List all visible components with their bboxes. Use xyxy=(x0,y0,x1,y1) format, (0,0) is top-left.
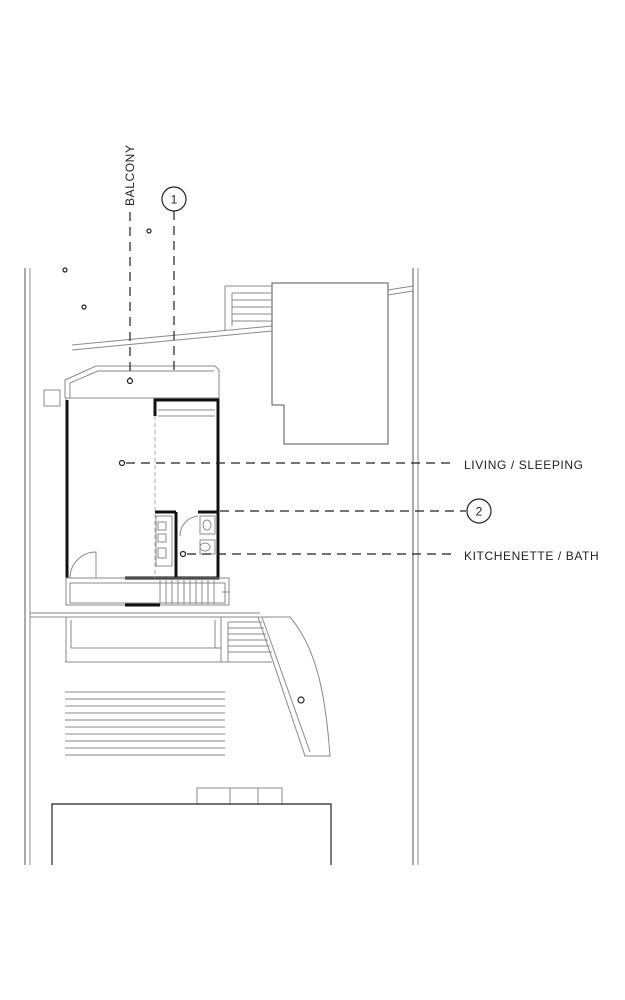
callout-2-circle xyxy=(466,498,492,524)
entry-stairs xyxy=(65,577,230,607)
balcony-leader-dot xyxy=(126,377,134,385)
neighbor-building xyxy=(71,282,414,445)
callout-1-number: 1 xyxy=(171,193,178,207)
site-markers xyxy=(62,228,152,310)
living-leader-dot xyxy=(118,459,126,467)
living-sleeping-label: LIVING / SLEEPING xyxy=(464,458,584,472)
yard-area xyxy=(30,612,331,757)
balcony-label: BALCONY xyxy=(123,144,137,206)
main-unit xyxy=(65,397,220,580)
balcony-outline xyxy=(64,365,220,398)
lower-building xyxy=(51,787,332,865)
kitchenette-bath-label: KITCHENETTE / BATH xyxy=(464,549,599,563)
utility-box xyxy=(43,389,61,407)
property-lines xyxy=(24,268,419,865)
kitchenette-leader-dot xyxy=(179,550,187,558)
callout-2-number: 2 xyxy=(476,505,483,519)
